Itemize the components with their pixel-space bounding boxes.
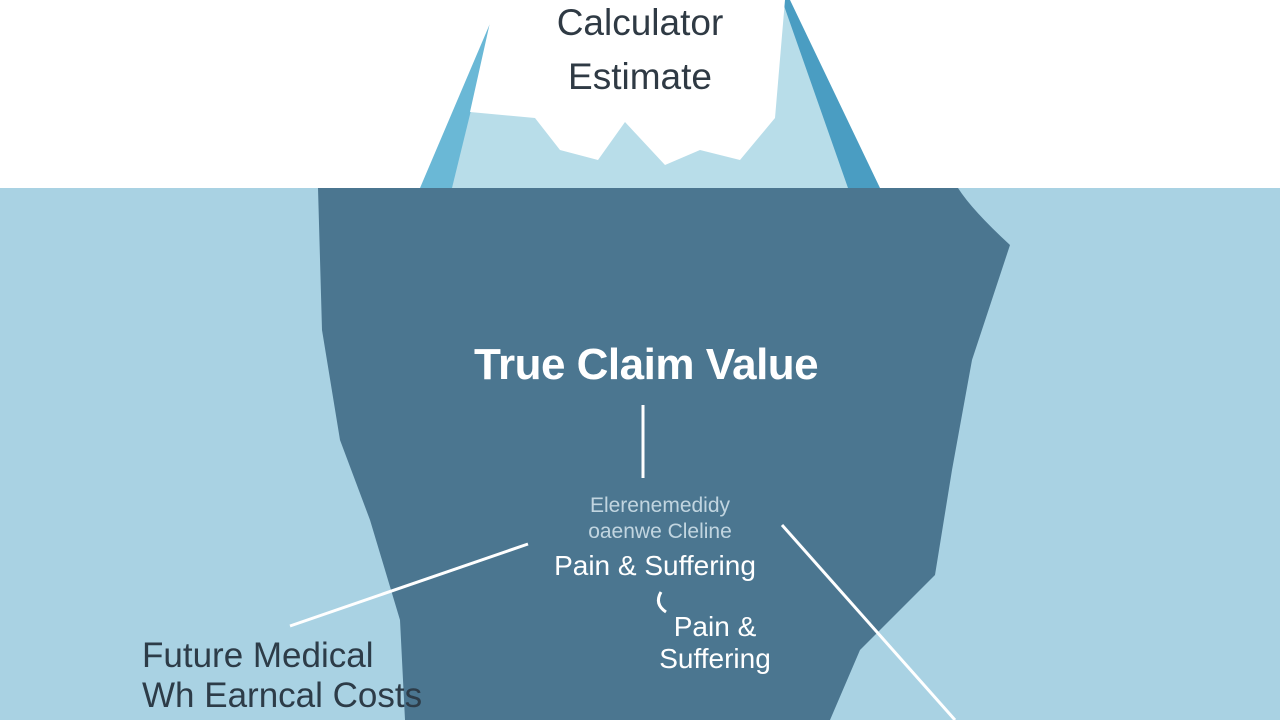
iceberg-snow-cap [470, 0, 785, 165]
left-label-line2: Wh Earncal Costs [142, 676, 423, 715]
item2-label-line1: Pain & [673, 611, 757, 642]
item1-label: Pain & Suffering [554, 550, 756, 581]
garbled-line1: Elerenemedidy [589, 494, 731, 517]
item2-label-line2: Suffering [659, 643, 771, 674]
callout-line-left [289, 542, 529, 628]
left-label-line1: Future Medical [142, 636, 374, 675]
tip-label-line1: Calculator [556, 2, 724, 43]
tip-label-line2: Estimate [568, 56, 712, 97]
callout-line-right [780, 524, 957, 720]
callout-hook [656, 591, 667, 614]
main-label: True Claim Value [474, 340, 819, 389]
garbled-line2: oaenwe Cleline [588, 520, 732, 543]
